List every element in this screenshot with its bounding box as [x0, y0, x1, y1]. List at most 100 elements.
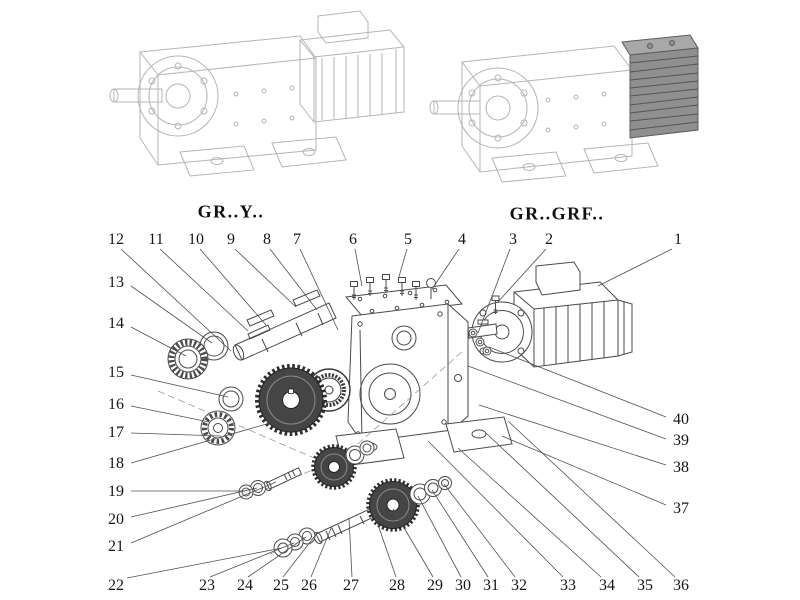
- leader-line-24: [247, 536, 307, 578]
- motor: [467, 261, 633, 368]
- leader-line-20: [130, 487, 258, 518]
- leader-line-23: [209, 542, 295, 578]
- part-number-36: 36: [673, 577, 689, 594]
- part-number-22: 22: [108, 577, 124, 594]
- part-number-18: 18: [108, 455, 124, 472]
- locknut: [167, 338, 209, 380]
- part-number-23: 23: [199, 577, 215, 594]
- leader-line-29: [392, 508, 434, 578]
- leader-line-37: [501, 435, 667, 506]
- part-number-34: 34: [599, 577, 615, 594]
- overview-drawing-gr-grf: [429, 45, 659, 183]
- leader-line-28: [373, 512, 397, 578]
- leader-line-17: [130, 432, 222, 437]
- part-number-27: 27: [343, 577, 359, 594]
- model-label-gr-y: GR..Y..: [197, 201, 265, 222]
- leader-line-5: [397, 248, 408, 281]
- part-number-20: 20: [108, 511, 124, 528]
- part-number-10: 10: [188, 231, 204, 248]
- part-number-31: 31: [483, 577, 499, 594]
- leader-line-14: [130, 326, 187, 357]
- part-number-8: 8: [263, 231, 271, 248]
- leader-line-30: [417, 495, 462, 578]
- spacer-ring: [218, 386, 244, 412]
- part-number-29: 29: [427, 577, 443, 594]
- part-number-11: 11: [148, 231, 164, 248]
- leader-line-16: [130, 405, 210, 423]
- part-number-13: 13: [108, 274, 124, 291]
- leader-line-3: [477, 248, 511, 334]
- leader-line-34: [457, 447, 602, 578]
- part-number-33: 33: [560, 577, 576, 594]
- part-number-35: 35: [637, 577, 653, 594]
- leader-line-27: [348, 517, 353, 578]
- part-number-39: 39: [673, 432, 689, 449]
- part-number-6: 6: [349, 231, 357, 248]
- leader-line-25: [282, 531, 319, 578]
- part-number-16: 16: [108, 396, 124, 413]
- part-number-17: 17: [108, 424, 124, 441]
- part-number-9: 9: [227, 231, 235, 248]
- part-number-7: 7: [293, 231, 301, 248]
- eye-bolt: [426, 278, 436, 299]
- leader-line-36: [507, 420, 676, 578]
- leader-line-26: [310, 525, 333, 578]
- leader-line-22: [126, 547, 283, 579]
- part-number-25: 25: [273, 577, 289, 594]
- leader-line-38: [478, 404, 667, 466]
- part-number-37: 37: [673, 500, 689, 517]
- leader-line-2: [496, 248, 547, 304]
- part-number-15: 15: [108, 364, 124, 381]
- leader-line-18: [130, 422, 271, 464]
- leader-line-31: [431, 489, 489, 578]
- leader-line-12: [120, 248, 232, 352]
- part-number-38: 38: [673, 459, 689, 476]
- leader-line-7: [299, 248, 339, 331]
- cover-bolts: [350, 274, 420, 300]
- leader-line-39: [467, 365, 667, 440]
- leader-line-15: [130, 374, 229, 398]
- leader-line-4: [431, 248, 460, 290]
- leader-line-9: [234, 248, 297, 308]
- callout-leader-lines: [120, 248, 676, 579]
- part-number-30: 30: [455, 577, 471, 594]
- intermediate-rings: [345, 440, 375, 465]
- leader-line-1: [597, 248, 673, 287]
- part-number-5: 5: [404, 231, 412, 248]
- input-rings: [409, 476, 452, 505]
- part-number-1: 1: [674, 231, 682, 248]
- part-number-40: 40: [673, 411, 689, 428]
- leader-line-6: [354, 248, 363, 287]
- intermediate-gear: [311, 444, 357, 490]
- part-number-4: 4: [458, 231, 466, 248]
- model-label-gr-grf: GR..GRF..: [509, 203, 605, 224]
- overview-drawing-gr-y: [109, 10, 405, 177]
- part-number-28: 28: [389, 577, 405, 594]
- leader-line-35: [485, 432, 640, 578]
- part-number-2: 2: [545, 231, 553, 248]
- part-number-14: 14: [108, 315, 124, 332]
- part-number-32: 32: [511, 577, 527, 594]
- leader-line-40: [488, 346, 667, 418]
- leader-line-21: [130, 481, 277, 544]
- gear-housing: [335, 284, 513, 467]
- part-number-12: 12: [108, 231, 124, 248]
- leader-line-8: [269, 248, 318, 311]
- leader-line-11: [159, 248, 249, 332]
- large-helical-gear: [255, 364, 327, 436]
- leader-line-32: [443, 483, 516, 578]
- part-number-26: 26: [301, 577, 317, 594]
- part-number-3: 3: [509, 231, 517, 248]
- ball-bearing: [200, 410, 236, 446]
- leader-line-33: [427, 440, 564, 578]
- pinion-shaft: [238, 467, 303, 500]
- leader-line-10: [199, 248, 267, 326]
- part-number-24: 24: [237, 577, 253, 594]
- input-gear: [366, 478, 420, 532]
- finned-cover: [621, 34, 699, 139]
- motor-hardware: [468, 295, 500, 356]
- part-number-19: 19: [108, 483, 124, 500]
- part-number-21: 21: [108, 538, 124, 555]
